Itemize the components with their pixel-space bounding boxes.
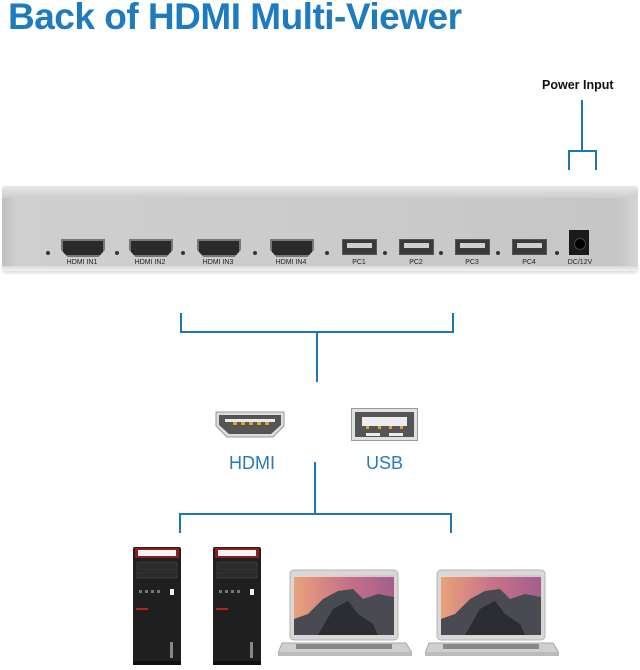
hdmi-in1-label: HDMI IN1: [66, 259, 98, 266]
lower-bracket-right-leg: [450, 513, 452, 533]
device-top-edge: [2, 186, 638, 200]
pc3-usb-port: [455, 239, 490, 255]
usb-label: USB: [366, 453, 404, 473]
indicator-dot: [496, 251, 500, 255]
pc4-label: PC4: [522, 259, 536, 266]
power-bracket-horizontal: [568, 150, 597, 152]
indicator-dot: [115, 251, 119, 255]
hdmi-in3-port: [197, 239, 241, 257]
hdmi-in4-label: HDMI IN4: [275, 259, 307, 266]
bracket-stem: [316, 331, 318, 382]
dc-12v-label: DC/12V: [567, 259, 593, 266]
hdmi-in1-port: [61, 239, 105, 257]
hdmi-label: HDMI: [229, 453, 275, 473]
lower-stem: [314, 462, 316, 515]
indicator-dot: [383, 251, 387, 255]
pc2-label: PC2: [409, 259, 423, 266]
page-title: Back of HDMI Multi-Viewer: [8, 0, 462, 37]
power-bracket-left: [568, 150, 570, 170]
bracket-left-leg: [180, 313, 182, 333]
laptop-2: [424, 569, 560, 659]
device-bottom-edge: [2, 266, 638, 271]
indicator-dot: [253, 251, 257, 255]
multi-viewer-device: HDMI IN1 HDMI IN2 HDMI IN3 HDMI IN4 PC1 …: [2, 186, 638, 272]
hdmi-port-icon: [215, 411, 285, 438]
lower-bracket-left-leg: [179, 513, 181, 533]
power-connector-line: [581, 100, 583, 152]
hdmi-in2-label: HDMI IN2: [134, 259, 166, 266]
desktop-tower-2: [213, 547, 261, 665]
hdmi-in2-port: [129, 239, 173, 257]
indicator-dot: [325, 251, 329, 255]
lower-bracket-horizontal: [179, 513, 452, 515]
device-rear-panel: [2, 198, 638, 268]
hdmi-in3-label: HDMI IN3: [202, 259, 234, 266]
indicator-dot: [46, 251, 50, 255]
hdmi-in4-port: [270, 239, 314, 257]
power-bracket-right: [595, 150, 597, 170]
desktop-tower-1: [133, 547, 181, 665]
laptop-1: [277, 569, 413, 659]
usb-port-icon: [351, 408, 418, 441]
pc1-label: PC1: [352, 259, 366, 266]
indicator-dot: [181, 251, 185, 255]
dc-power-jack: [569, 230, 589, 255]
indicator-dot: [555, 251, 559, 255]
bracket-right-leg: [452, 313, 454, 333]
pc3-label: PC3: [465, 259, 479, 266]
power-input-label: Power Input: [542, 78, 614, 92]
pc2-usb-port: [399, 239, 434, 255]
pc4-usb-port: [512, 239, 547, 255]
pc1-usb-port: [342, 239, 377, 255]
indicator-dot: [439, 251, 443, 255]
